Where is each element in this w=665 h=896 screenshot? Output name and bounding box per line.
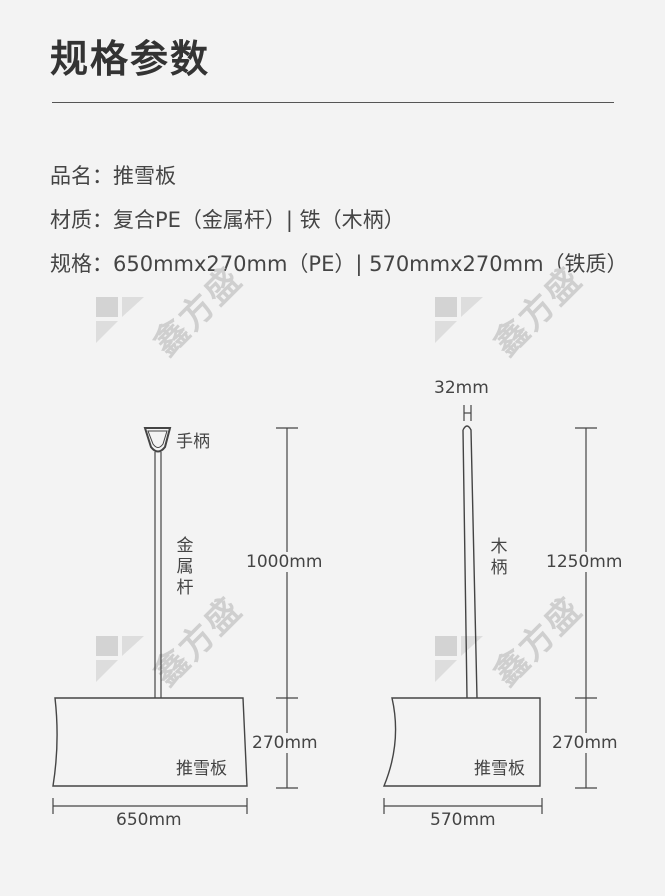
left-blade-label: 推雪板 xyxy=(176,759,227,779)
left-pole-label: 金属杆 xyxy=(176,536,194,598)
right-blade-label: 推雪板 xyxy=(474,759,525,779)
left-height-lower: 270mm xyxy=(252,733,318,753)
left-blade-shape xyxy=(52,697,248,787)
right-blade-shape xyxy=(382,697,541,787)
right-height-upper: 1250mm xyxy=(546,552,623,572)
watermark-logo-icon xyxy=(435,297,485,349)
left-handle-shape xyxy=(143,427,172,453)
watermark-logo-icon xyxy=(96,297,146,349)
spec-size: 规格：650mmx270mm（PE）| 570mmx270mm（铁质） xyxy=(50,252,628,276)
left-width: 650mm xyxy=(116,810,182,830)
page-title: 规格参数 xyxy=(50,37,211,81)
right-pole-width: 32mm xyxy=(434,378,489,398)
right-pole-label: 木柄 xyxy=(490,537,508,578)
spec-material: 材质：复合PE（金属杆）| 铁（木柄） xyxy=(50,208,405,232)
left-handle-label: 手柄 xyxy=(176,432,210,452)
right-pole-shape xyxy=(462,425,478,699)
right-width: 570mm xyxy=(430,810,496,830)
spec-product-name: 品名：推雪板 xyxy=(50,164,176,188)
title-divider xyxy=(52,102,614,103)
right-height-lower: 270mm xyxy=(552,733,618,753)
left-height-upper: 1000mm xyxy=(246,552,323,572)
watermark-logo-icon xyxy=(96,636,146,688)
